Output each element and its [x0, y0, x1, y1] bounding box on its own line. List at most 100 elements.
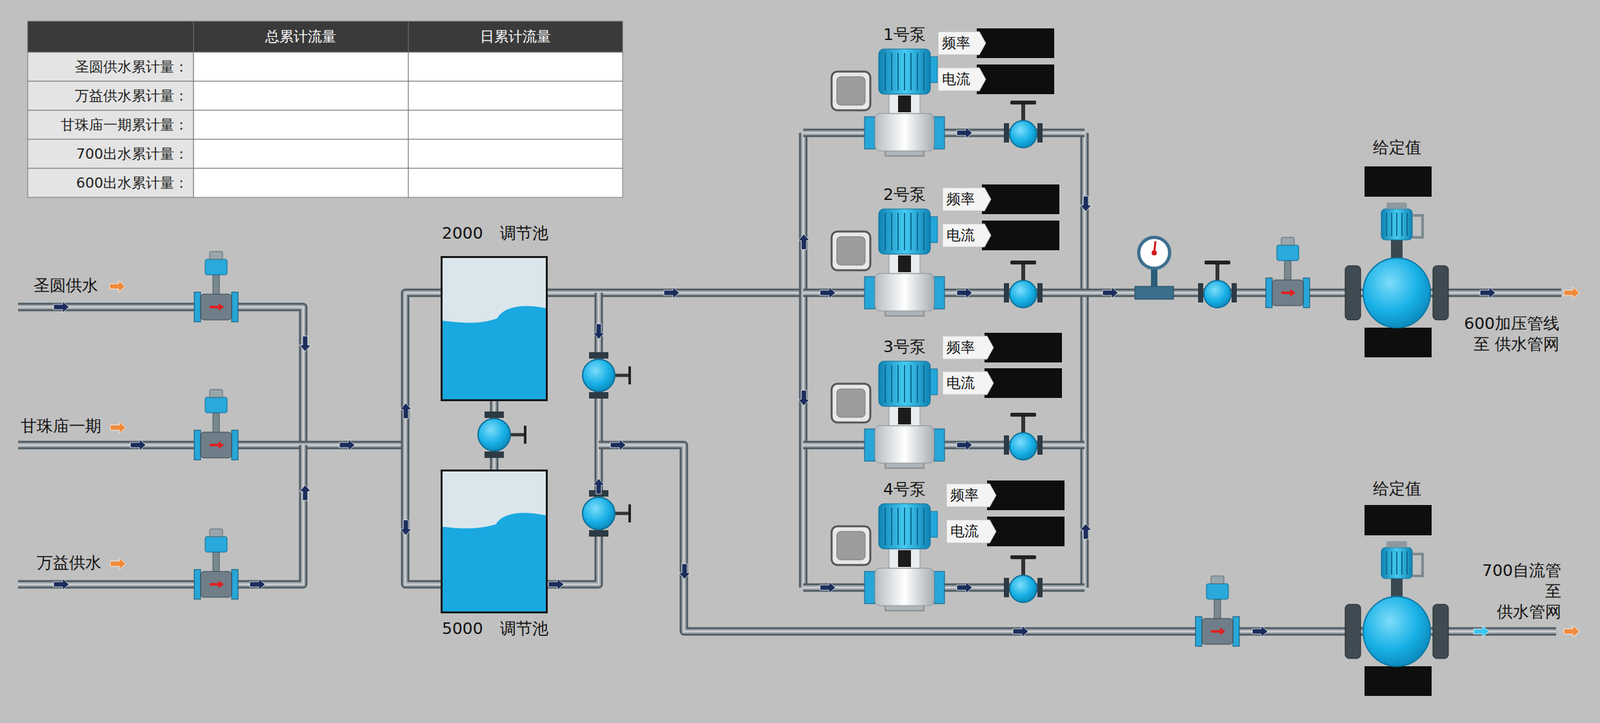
- pipe-shine: [18, 307, 304, 446]
- flowmeter-neck: [1284, 260, 1291, 280]
- pressure-gauge: [1138, 237, 1170, 269]
- flow-arrow: [956, 127, 973, 139]
- measurement-tag: 电流: [946, 227, 975, 244]
- valve-handle: [523, 425, 527, 444]
- water: [442, 305, 546, 400]
- pump-flange: [864, 429, 875, 462]
- motor-fin: [903, 212, 906, 251]
- flowmeter-body: [200, 294, 232, 320]
- pipe: [18, 445, 304, 585]
- actuator-fin: [1385, 551, 1388, 575]
- valve-actuator: [1381, 209, 1413, 240]
- valve-handwheel: [1204, 260, 1231, 265]
- flow-arrow: [798, 234, 810, 250]
- water-level: [442, 258, 546, 400]
- flow-arrow: [798, 390, 810, 406]
- motor-fin: [897, 212, 899, 251]
- pump-button-face: [836, 236, 866, 266]
- actuator-fin: [1385, 212, 1388, 237]
- gate-valve: [1009, 280, 1037, 308]
- valve-flange: [1037, 283, 1043, 303]
- valve-flange: [1003, 283, 1010, 303]
- pipe: [18, 307, 304, 446]
- regulating-valve-body: [1363, 596, 1431, 667]
- motor-fin: [923, 365, 925, 403]
- valve-actuator: [1381, 547, 1413, 579]
- flange: [194, 430, 201, 460]
- flowmeter-transmitter: [1276, 245, 1299, 261]
- source-label: 圣圆供水: [33, 276, 99, 296]
- pump-terminal-box: [930, 369, 938, 395]
- pump-body: [874, 425, 935, 464]
- value-display: [984, 368, 1062, 399]
- flow-arrow: [1012, 625, 1029, 638]
- source-label: 甘珠庙一期: [20, 416, 102, 437]
- motor-fin: [897, 507, 899, 546]
- pump-bracket: [889, 549, 920, 569]
- gate-valve: [1009, 120, 1037, 148]
- measurement-tag: 频率: [950, 487, 979, 504]
- flowmeter-cap: [1281, 237, 1295, 246]
- motor-fin: [903, 52, 906, 91]
- pump-flange: [864, 116, 875, 150]
- flow-arrow: [1563, 625, 1580, 638]
- table-label-cell: [27, 139, 194, 169]
- table-value-cell: [408, 139, 623, 169]
- pump-flange: [934, 571, 945, 604]
- table-row-label: 甘珠庙一期累计量：: [60, 116, 189, 134]
- ball-valve: [582, 497, 615, 530]
- valve-handwheel: [1010, 260, 1037, 265]
- pump-motor: [878, 209, 931, 255]
- pump-terminal-box: [930, 511, 938, 538]
- motor-fin: [897, 52, 899, 91]
- table-grid: [193, 21, 195, 53]
- pump-coupling: [898, 255, 911, 273]
- motor-fin: [916, 365, 919, 403]
- measurement-tag: 电流: [950, 523, 979, 540]
- flow-arrow: [339, 439, 355, 451]
- pipe-shine: [18, 445, 304, 585]
- flow-arrow: [1563, 287, 1580, 299]
- gate-valve: [1203, 280, 1231, 308]
- flow-arrow: [53, 301, 70, 313]
- flowmeter-transmitter: [1206, 583, 1229, 600]
- regulating-valve-body: [1363, 258, 1431, 328]
- pump-terminal-box: [930, 216, 938, 243]
- valve-flange: [484, 451, 504, 459]
- flow-arrow: [110, 421, 126, 434]
- flow-arrow: [400, 403, 412, 419]
- outlet-label: 600加压管线 至 供水管网: [1463, 313, 1560, 355]
- table-header-text: 总累计流量: [265, 28, 337, 46]
- flow-arrow: [956, 287, 973, 299]
- flange: [194, 569, 201, 600]
- actuator-fin: [1406, 551, 1408, 575]
- valve-flange: [1037, 578, 1043, 598]
- flowmeter-cap: [1210, 576, 1224, 584]
- pipe: [405, 292, 441, 585]
- valve-flange: [589, 352, 609, 359]
- pump-button-face: [836, 389, 866, 418]
- flow-arrow: [249, 578, 266, 591]
- flowmeter-transmitter: [205, 536, 228, 553]
- source-label: 万益供水: [36, 553, 102, 573]
- flow-arrow: [1473, 625, 1490, 638]
- flow-arrow: [610, 439, 626, 451]
- flow-arrow: [592, 478, 605, 495]
- pipe-core: [18, 307, 304, 446]
- table-value-cell: [193, 139, 409, 169]
- valve-flange: [1345, 604, 1361, 659]
- flowmeter-cap: [209, 389, 223, 398]
- setpoint-label: 给定值: [1372, 479, 1422, 499]
- flow-arrow: [592, 323, 605, 340]
- flow-arrow: [956, 439, 973, 451]
- motor-fin: [890, 212, 893, 251]
- name-tag: [946, 520, 997, 544]
- flow-arrow: [548, 578, 564, 591]
- motor-fin: [910, 365, 912, 403]
- pump-name: 4号泵: [883, 480, 926, 500]
- valve-stem: [1021, 103, 1026, 122]
- valve-flange: [1432, 604, 1449, 659]
- actuator-fin: [1396, 551, 1398, 575]
- pump-coupling: [898, 95, 911, 113]
